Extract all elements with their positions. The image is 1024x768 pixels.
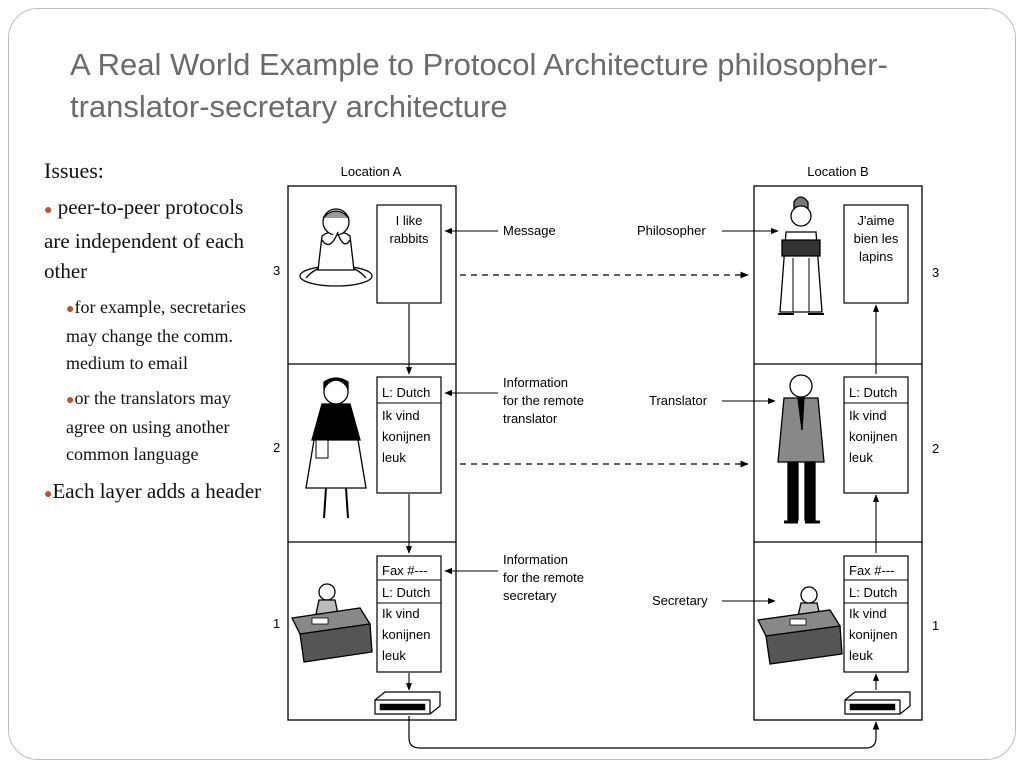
layer-number-a-2: 2 <box>273 440 280 455</box>
note-a-1-line: Ik vind <box>382 606 420 621</box>
note-a-1-line: L: Dutch <box>382 585 430 600</box>
philosopher-a-figure <box>299 208 373 287</box>
bullet-text: for example, secretaries may change the … <box>66 297 246 373</box>
note-b-1-line: konijnen <box>849 627 897 642</box>
note-a-1-line: konijnen <box>382 627 430 642</box>
layer-number-b-1: 1 <box>932 618 939 633</box>
note-a-2-line: leuk <box>382 450 406 465</box>
bullet-text: peer-to-peer protocols are independent o… <box>44 195 244 283</box>
note-a-3-line: I like <box>396 213 423 228</box>
bullet-dot-icon: ● <box>44 487 53 502</box>
note-b-1-line: Fax #--- <box>849 563 895 578</box>
translator-b-figure <box>777 374 825 524</box>
note-b-1-line: L: Dutch <box>849 585 897 600</box>
note-b-1-line: Ik vind <box>849 606 887 621</box>
note-a-1-line: leuk <box>382 648 406 663</box>
note-a-2-line: L: Dutch <box>382 385 430 400</box>
note-a-1-line: Fax #--- <box>382 563 428 578</box>
philosopher-b-figure <box>778 196 824 315</box>
info-translator-label: for the remote <box>503 393 584 408</box>
layer-number-a-1: 1 <box>273 616 280 631</box>
layer-number-b-3: 3 <box>932 265 939 280</box>
note-box-a-3 <box>376 204 442 304</box>
bullet-text: Each layer adds a header <box>52 479 262 503</box>
note-b-2-line: L: Dutch <box>849 385 897 400</box>
secretary-b-figure <box>757 586 843 665</box>
bullet-dot-icon: ● <box>44 203 53 218</box>
info-secretary-label: for the remote <box>503 570 584 585</box>
note-box-a-2 <box>376 376 442 494</box>
info-translator-label: translator <box>503 411 558 426</box>
note-b-2-line: leuk <box>849 450 873 465</box>
note-a-2-line: konijnen <box>382 429 430 444</box>
note-a-3-line: rabbits <box>389 231 429 246</box>
slide-title: A Real World Example to Protocol Archite… <box>70 47 888 124</box>
layer-number-b-2: 2 <box>932 441 939 456</box>
message-label: Message <box>503 223 556 238</box>
bullet-dot-icon: ● <box>66 393 75 408</box>
bullet-text: or the translators may agree on using an… <box>66 388 231 464</box>
bullet-item: ● peer-to-peer protocols are independent… <box>44 192 264 286</box>
note-b-2-line: konijnen <box>849 429 897 444</box>
bullet-item: ●Each layer adds a header <box>44 476 264 510</box>
layer-number-a-3: 3 <box>273 263 280 278</box>
bullet-dot-icon: ● <box>66 302 75 317</box>
secretary-a-figure <box>291 583 373 663</box>
info-secretary-label: secretary <box>503 588 557 603</box>
sub-bullet-item: ●or the translators may agree on using a… <box>66 385 264 468</box>
location-a-label: Location A <box>341 164 402 179</box>
note-b-3-line: bien les <box>854 231 899 246</box>
note-a-2-line: Ik vind <box>382 408 420 423</box>
translator-a-figure <box>305 377 367 519</box>
philosopher-label: Philosopher <box>637 223 706 238</box>
note-box-b-3 <box>843 204 909 304</box>
physical-link-line <box>408 716 880 749</box>
info-secretary-label: Information <box>503 552 568 567</box>
note-b-3-line: lapins <box>859 249 893 264</box>
fax-machine-b-icon <box>844 691 911 715</box>
issues-list: Issues: ● peer-to-peer protocols are ind… <box>44 156 264 518</box>
location-b-label: Location B <box>807 164 868 179</box>
info-translator-label: Information <box>503 375 568 390</box>
secretary-label: Secretary <box>652 593 708 608</box>
issues-heading: Issues: <box>44 158 104 183</box>
note-b-1-line: leuk <box>849 648 873 663</box>
sub-bullet-item: ●for example, secretaries may change the… <box>66 294 264 377</box>
note-b-3-line: J'aime <box>857 213 894 228</box>
translator-label: Translator <box>649 393 708 408</box>
note-box-b-2 <box>843 376 909 494</box>
note-b-2-line: Ik vind <box>849 408 887 423</box>
note-box-a-1 <box>376 555 442 673</box>
note-box-b-1 <box>843 555 909 673</box>
fax-machine-a-icon <box>374 691 441 715</box>
